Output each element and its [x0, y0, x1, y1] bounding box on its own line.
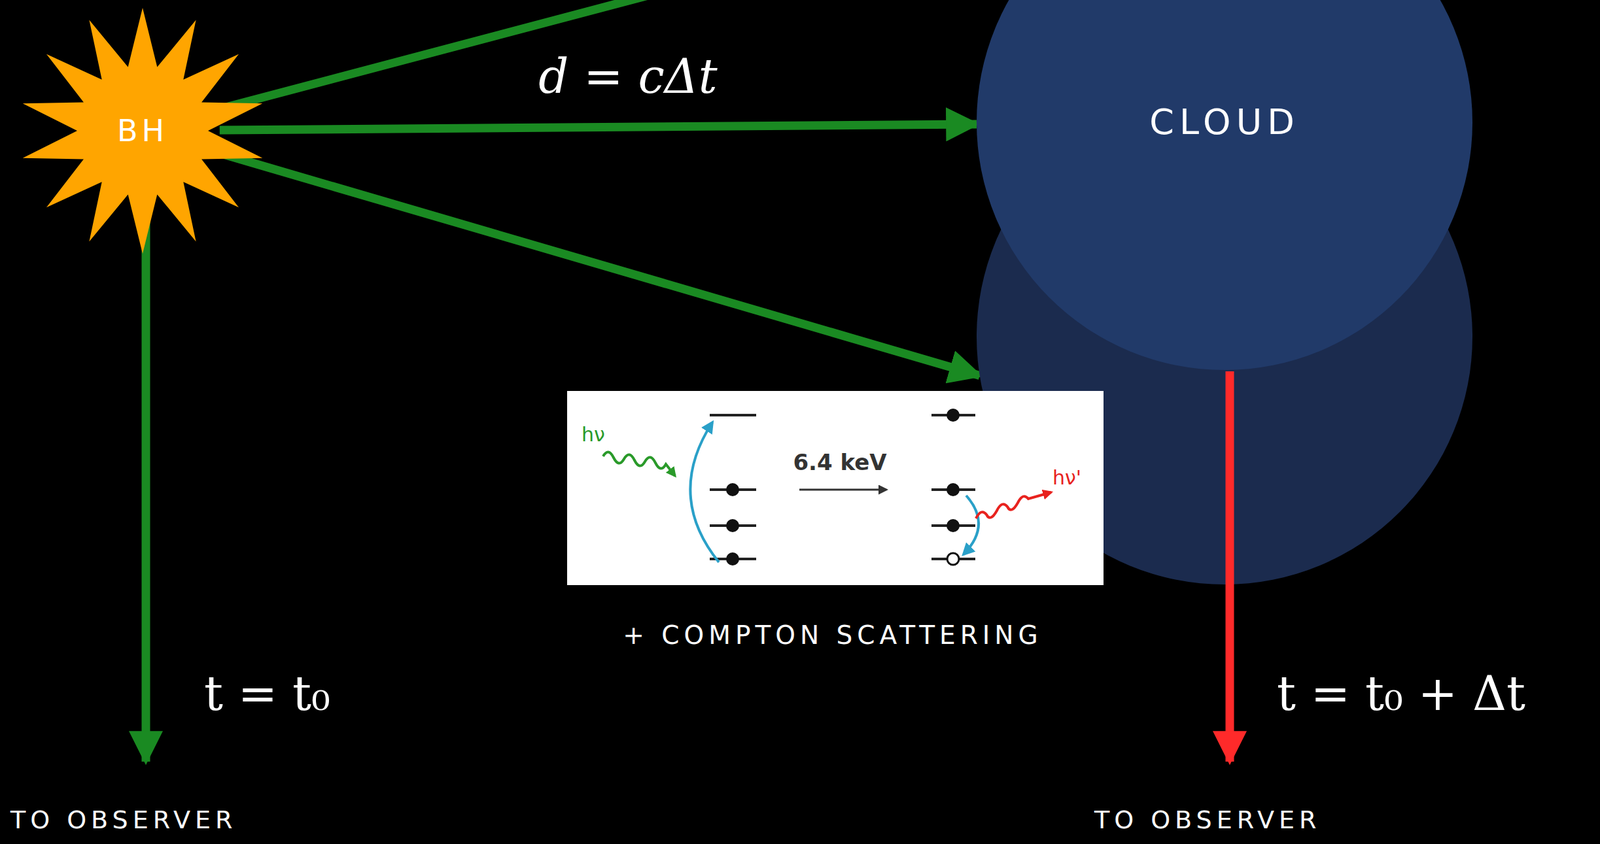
cloud-front	[976, 0, 1473, 371]
energy-label: 6.4 keV	[792, 450, 887, 475]
node-label: CLOUD	[1149, 102, 1300, 142]
decay-arrow	[963, 495, 979, 555]
inset-panel: hν 6.4 keV hν'	[567, 391, 1104, 586]
outgoing-photon	[975, 492, 1052, 519]
direction-label: TO OBSERVER	[1094, 807, 1321, 835]
ray-arrow	[219, 124, 977, 131]
excitation-arrow	[690, 422, 719, 563]
time-label: t = t₀	[204, 668, 331, 721]
reflected-arrow	[1225, 371, 1235, 763]
incoming-photon	[603, 452, 676, 477]
ray-arrow	[216, 152, 980, 376]
distance-label: d = cΔt	[534, 51, 721, 103]
process-label: + COMPTON SCATTERING	[622, 622, 1043, 651]
process-arrow	[799, 489, 887, 492]
black-hole-star: BH	[18, 6, 267, 256]
star-shape	[22, 7, 263, 254]
node-label: BH	[117, 114, 169, 148]
photon-label: hν	[581, 423, 606, 446]
inset-bg	[567, 391, 1104, 586]
photon-label: hν'	[1052, 467, 1082, 489]
electrons	[726, 408, 960, 566]
direction-label: TO OBSERVER	[10, 807, 237, 835]
energy-levels	[709, 415, 976, 560]
time-label: t = t₀ + Δt	[1276, 668, 1526, 721]
observer-arrow	[141, 196, 151, 763]
node-shape	[567, 391, 1104, 586]
